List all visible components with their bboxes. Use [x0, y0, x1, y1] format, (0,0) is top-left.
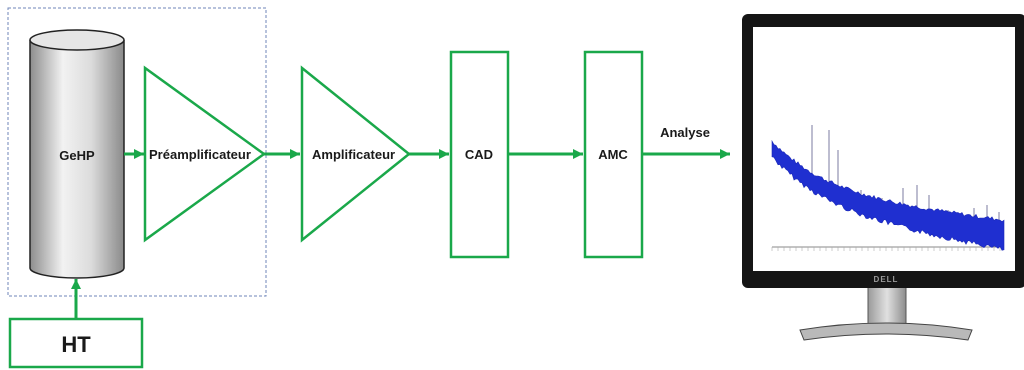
mca-block: AMC — [583, 50, 644, 259]
gehp-label: GeHP — [59, 148, 95, 163]
monitor: DELL — [742, 14, 1024, 341]
signal-arrows — [71, 149, 730, 319]
hv-label: HT — [61, 332, 91, 357]
gehp-detector: GeHP — [29, 29, 125, 279]
spectrum-baseline-ticks — [771, 247, 1001, 251]
mca-label: AMC — [598, 147, 628, 162]
analysis-label: Analyse — [660, 125, 710, 140]
hv-block: HT — [8, 317, 144, 369]
gamma-spectrum-plot — [771, 125, 1005, 251]
adc-block: CAD — [449, 50, 510, 259]
monitor-brand-logo: DELL — [874, 275, 899, 284]
monitor-stand-base — [799, 322, 973, 341]
preamplifier-block: Préamplificateur — [143, 65, 267, 243]
spectrum-continuum — [771, 139, 1005, 251]
preamp-label: Préamplificateur — [149, 147, 251, 162]
amplifier-block: Amplificateur — [300, 65, 411, 243]
detector-assembly-frame — [7, 7, 267, 297]
amp-label: Amplificateur — [312, 147, 395, 162]
adc-label: CAD — [465, 147, 493, 162]
monitor-stand-neck — [867, 281, 907, 325]
